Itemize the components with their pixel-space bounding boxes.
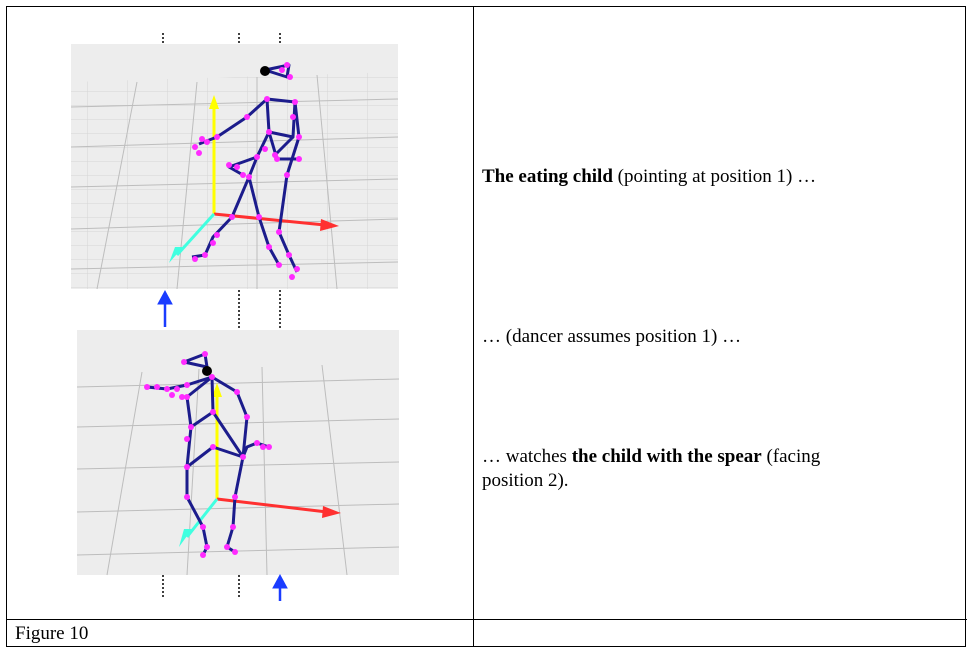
description-line-3: … watches the child with the spear (faci…	[482, 445, 962, 493]
up-arrow-icon	[272, 573, 288, 601]
bottom-viewport	[76, 330, 400, 576]
line-3-cont: position 2).	[482, 470, 569, 491]
skeleton-figures	[70, 33, 400, 601]
caption-row-divider	[7, 619, 967, 620]
top-viewport	[70, 44, 399, 290]
line-3-pre: … watches	[482, 446, 572, 467]
up-arrow-icon	[157, 289, 173, 327]
figure-caption: Figure 10	[15, 623, 89, 644]
column-divider	[473, 7, 474, 647]
figure-table: Figure 10	[6, 6, 967, 647]
description-line-2: … (dancer assumes position 1) …	[482, 326, 742, 347]
description-line-1: The eating child (pointing at position 1…	[482, 165, 962, 189]
position-ticks	[162, 33, 281, 599]
line-1-rest: (pointing at position 1) …	[612, 166, 817, 187]
eating-child-label: The eating child	[482, 166, 613, 187]
line-3-post: (facing	[761, 446, 821, 467]
spear-child-label: the child with the spear	[571, 446, 762, 467]
